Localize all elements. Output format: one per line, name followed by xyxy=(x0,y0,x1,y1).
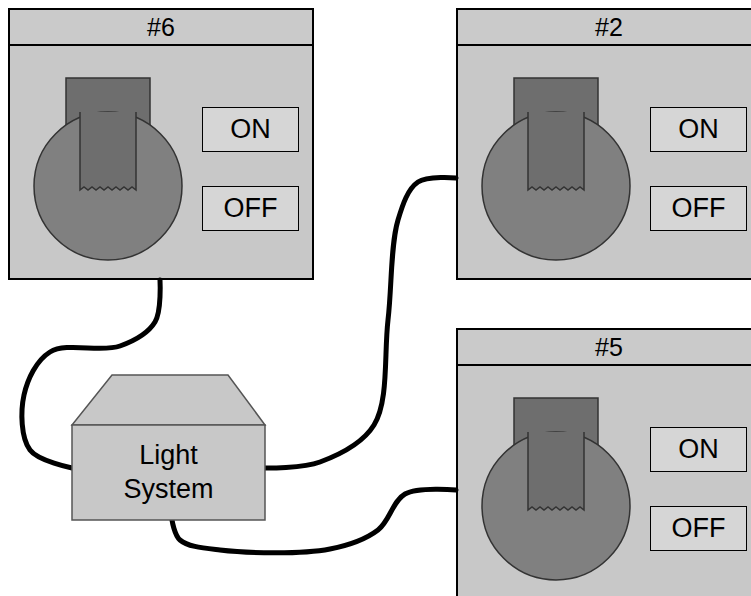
switch-position-label: OFF xyxy=(650,506,747,551)
system-box: Light System xyxy=(72,375,265,520)
switch-label: ON xyxy=(678,114,719,145)
rotary-knob xyxy=(482,398,630,580)
panel-ground xyxy=(456,328,751,596)
switch-label: ON xyxy=(678,434,719,465)
switch-label: OFF xyxy=(672,193,726,224)
switch-position-label: OFF xyxy=(650,186,747,231)
rotary-knob xyxy=(482,78,630,260)
panel-number: #6 xyxy=(10,10,312,46)
switch-label: OFF xyxy=(224,193,278,224)
panel-number: #5 xyxy=(458,330,751,366)
panel-ground xyxy=(8,8,314,280)
switch-label: OFF xyxy=(672,513,726,544)
system-name: Light System xyxy=(123,439,213,507)
switch-panel: #6ON OFF xyxy=(8,8,314,280)
panel-number: #2 xyxy=(458,10,751,46)
rotary-knob xyxy=(34,78,182,260)
switch-panel: #5ON OFF xyxy=(456,328,751,596)
switch-position-label: ON xyxy=(202,107,299,152)
switch-position-label: ON xyxy=(650,107,747,152)
switch-position-label: ON xyxy=(650,427,747,472)
switch-panel: #2ON OFF xyxy=(456,8,751,280)
switch-label: ON xyxy=(230,114,271,145)
panel-ground xyxy=(456,8,751,280)
system-text-area: Light System xyxy=(72,425,265,520)
switch-position-label: OFF xyxy=(202,186,299,231)
